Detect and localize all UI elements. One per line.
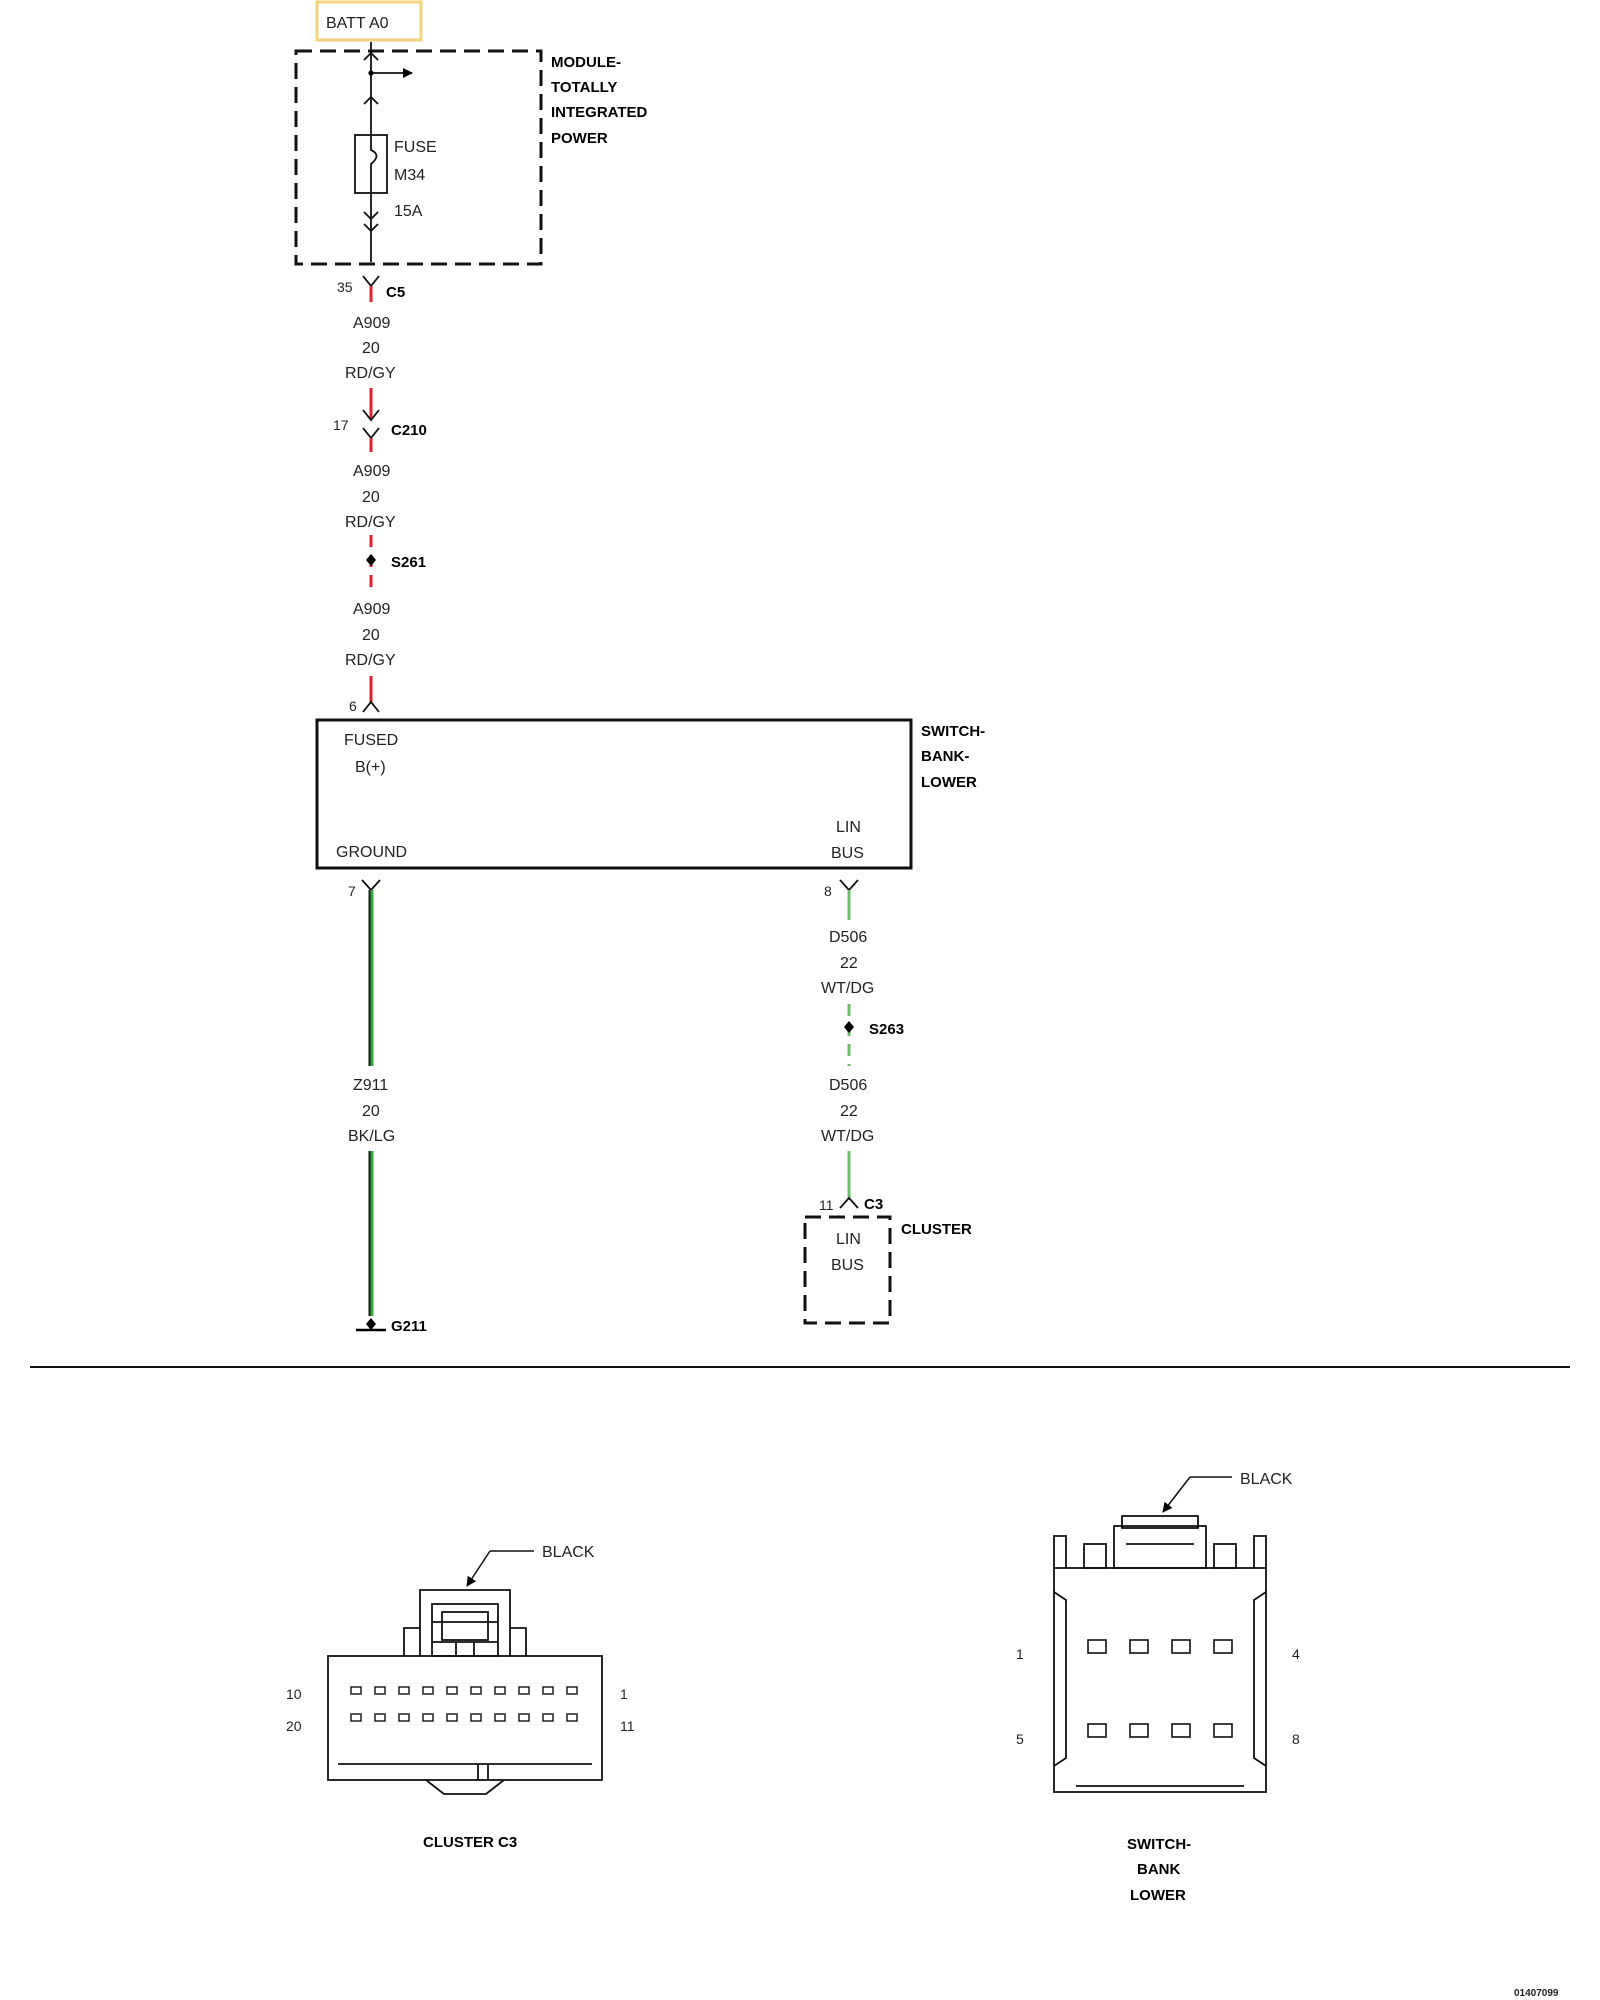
ground-symbol-dot xyxy=(366,1318,376,1330)
tipm-internal-wiring xyxy=(354,42,413,262)
switch-bank-pin-1: 1 xyxy=(1016,1646,1024,1662)
tipm-module-name-4: POWER xyxy=(551,130,608,147)
cluster-name: CLUSTER xyxy=(901,1221,972,1238)
wire-d506-gauge-2: 22 xyxy=(840,1103,858,1120)
cluster-c3-connector xyxy=(839,1196,859,1209)
wire-a909-gauge-1: 20 xyxy=(362,340,380,357)
s261-name: S261 xyxy=(391,554,426,571)
cluster-lin-1: LIN xyxy=(836,1231,861,1248)
switch-bank-name-1: SWITCH- xyxy=(921,723,985,740)
wire-d506-circuit-1: D506 xyxy=(829,929,867,946)
switch-pin6-label: 6 xyxy=(349,698,357,714)
switch-pin7-label: 7 xyxy=(348,883,356,899)
wire-z911-color: BK/LG xyxy=(348,1128,395,1145)
c210-pin: 17 xyxy=(333,417,349,433)
c5-pin: 35 xyxy=(337,279,353,295)
switch-pin6-connector xyxy=(362,700,380,713)
wire-z911-gauge: 20 xyxy=(362,1103,380,1120)
cluster-c3-pin-1: 1 xyxy=(620,1686,628,1702)
ground-g211-name: G211 xyxy=(391,1318,427,1335)
fuse-id: M34 xyxy=(394,167,425,184)
switch-bank-name-2: BANK- xyxy=(921,748,969,765)
switch-bank-fused-2: B(+) xyxy=(355,759,386,776)
switch-bank-box xyxy=(315,718,913,870)
switch-pin7-connector xyxy=(361,879,381,892)
batt-source-box xyxy=(315,0,423,42)
switch-bank-pin-5: 5 xyxy=(1016,1731,1024,1747)
switch-pin8-connector xyxy=(839,879,859,892)
c210-name: C210 xyxy=(391,422,427,439)
tipm-module-outline xyxy=(294,49,543,266)
wire-a909-color-3: RD/GY xyxy=(345,652,396,669)
switch-bank-caption-2: BANK xyxy=(1137,1861,1180,1878)
switch-pin8-label: 8 xyxy=(824,883,832,899)
wire-a909-color-1: RD/GY xyxy=(345,365,396,382)
switch-bank-pin-8: 8 xyxy=(1292,1731,1300,1747)
tipm-module-name-2: TOTALLY xyxy=(551,79,617,96)
tipm-module-name-1: MODULE- xyxy=(551,54,621,71)
fuse-rating: 15A xyxy=(394,203,423,220)
cluster-c3-color: BLACK xyxy=(542,1544,595,1561)
s263-name: S263 xyxy=(869,1021,904,1038)
wire-d506-gauge-1: 22 xyxy=(840,955,858,972)
switch-bank-lin-1: LIN xyxy=(836,819,861,836)
wire-d506-circuit-2: D506 xyxy=(829,1077,867,1094)
cluster-c3-pin: 11 xyxy=(819,1197,834,1213)
wire-a909-gauge-3: 20 xyxy=(362,627,380,644)
wire-z911-circuit: Z911 xyxy=(353,1077,388,1094)
figure-id: 01407099 xyxy=(1514,1988,1559,1999)
switch-bank-leader-arrow xyxy=(1162,1476,1191,1513)
wire-a909-gauge-2: 20 xyxy=(362,489,380,506)
switch-bank-lin-2: BUS xyxy=(831,845,864,862)
wire-d506-color-1: WT/DG xyxy=(821,980,874,997)
switch-bank-color: BLACK xyxy=(1240,1471,1293,1488)
cluster-c3-face-view xyxy=(327,1589,603,1795)
tipm-module-name-3: INTEGRATED xyxy=(551,104,648,121)
s261-splice-symbol xyxy=(366,554,376,566)
s263-splice-symbol xyxy=(844,1021,854,1033)
cluster-c3-pin-10: 10 xyxy=(286,1686,302,1702)
switch-bank-caption-1: SWITCH- xyxy=(1127,1836,1191,1853)
switch-bank-fused-1: FUSED xyxy=(344,732,398,749)
c5-name: C5 xyxy=(386,284,405,301)
wire-a909-circuit-3: A909 xyxy=(353,601,390,618)
switch-bank-ground-label: GROUND xyxy=(336,844,407,861)
cluster-lin-2: BUS xyxy=(831,1257,864,1274)
wire-a909-circuit-1: A909 xyxy=(353,315,390,332)
tipm-splice-dot xyxy=(368,70,374,76)
switch-bank-caption-3: LOWER xyxy=(1130,1887,1186,1904)
cluster-c3-name: C3 xyxy=(864,1196,883,1213)
wire-a909-color-2: RD/GY xyxy=(345,514,396,531)
c5-connector-symbol xyxy=(362,275,380,288)
switch-bank-face-view xyxy=(1053,1515,1267,1793)
fuse-label: FUSE xyxy=(394,139,437,156)
cluster-c3-leader-arrow xyxy=(466,1550,491,1587)
wire-d506-color-2: WT/DG xyxy=(821,1128,874,1145)
cluster-c3-pin-11: 11 xyxy=(620,1718,635,1734)
wire-a909-circuit-2: A909 xyxy=(353,463,390,480)
cluster-c3-caption: CLUSTER C3 xyxy=(423,1834,517,1851)
switch-bank-name-3: LOWER xyxy=(921,774,977,791)
switch-bank-pin-4: 4 xyxy=(1292,1646,1300,1662)
batt-source-label: BATT A0 xyxy=(326,15,389,32)
cluster-c3-pin-20: 20 xyxy=(286,1718,302,1734)
